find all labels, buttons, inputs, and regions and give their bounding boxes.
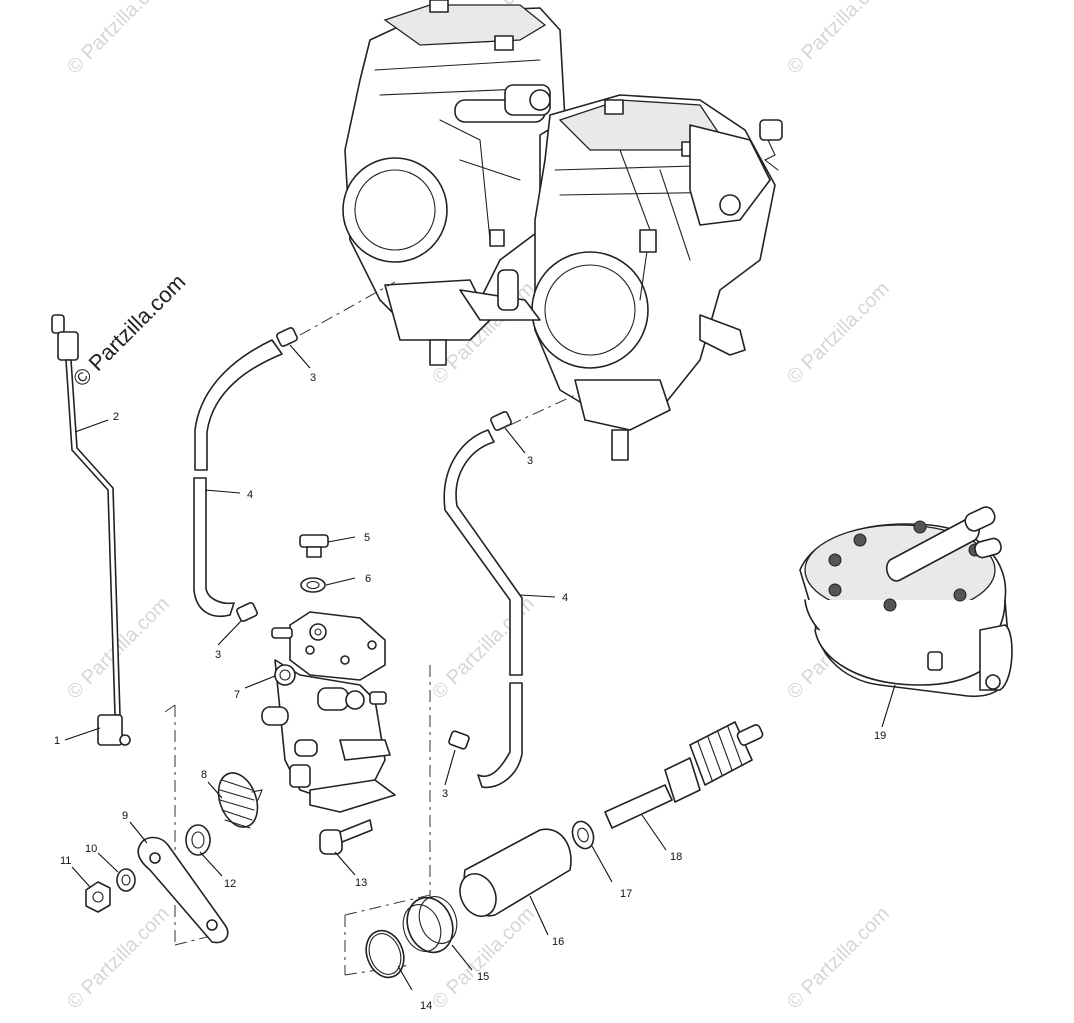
watermark-text: © Partzilla.com <box>783 903 894 1014</box>
callout-5: 5 <box>364 532 370 544</box>
bolt-icon <box>319 819 373 855</box>
callout-19: 19 <box>874 730 886 742</box>
leader-lines <box>64 344 896 991</box>
callout-16: 16 <box>552 936 564 948</box>
callout-3: 3 <box>442 788 448 800</box>
callout-13: 13 <box>355 877 367 889</box>
washer-icon <box>300 577 326 593</box>
callout-3: 3 <box>215 649 221 661</box>
oil-pump-body-icon <box>261 611 396 813</box>
callout-2: 2 <box>113 411 119 423</box>
callout-18: 18 <box>670 851 682 863</box>
watermark-text: © Partzilla.com <box>783 0 894 79</box>
lock-washer-icon <box>116 868 136 892</box>
snap-ring-icon <box>185 824 211 856</box>
carburetor-assembly-icon <box>342 0 783 461</box>
spring-icon <box>402 896 458 954</box>
watermark-text: © Partzilla.com <box>783 278 894 389</box>
callout-4: 4 <box>562 592 568 604</box>
filter-cylinder-icon <box>459 828 572 917</box>
hose-right-icon <box>443 411 523 789</box>
callout-1: 1 <box>54 735 60 747</box>
callout-15: 15 <box>477 971 489 983</box>
callout-10: 10 <box>85 843 97 855</box>
nut-icon <box>85 881 111 913</box>
callout-7: 7 <box>234 689 240 701</box>
washer-icon <box>571 820 595 850</box>
alignment-line <box>344 665 431 976</box>
callout-9: 9 <box>122 810 128 822</box>
callout-4: 4 <box>247 489 253 501</box>
spring-icon <box>217 772 263 829</box>
callout-8: 8 <box>201 769 207 781</box>
hose-left-icon <box>193 327 298 617</box>
watermark-text: © Partzilla.com <box>63 0 174 79</box>
alignment-line <box>299 281 396 336</box>
callout-12: 12 <box>224 878 236 890</box>
callout-11: 11 <box>60 855 71 867</box>
watermark-text: © Partzilla.com <box>63 903 174 1014</box>
callout-3: 3 <box>527 455 533 467</box>
callout-3: 3 <box>310 372 316 384</box>
clamp-icon <box>236 602 470 750</box>
callout-labels: 1 2 3 3 3 3 4 4 5 6 7 8 9 10 11 12 13 14… <box>54 372 886 1012</box>
bolt-icon <box>299 534 329 558</box>
fuel-pump-icon <box>799 506 1013 697</box>
watermark-main: © Partzilla.com <box>68 269 191 392</box>
alignment-line <box>509 394 576 426</box>
callout-17: 17 <box>620 888 632 900</box>
drive-shaft-icon <box>604 721 764 829</box>
callout-14: 14 <box>420 1000 432 1012</box>
callout-6: 6 <box>365 573 371 585</box>
o-ring-icon <box>365 929 405 979</box>
lever-plate-icon <box>137 836 229 944</box>
linkage-rod-icon <box>51 314 131 746</box>
